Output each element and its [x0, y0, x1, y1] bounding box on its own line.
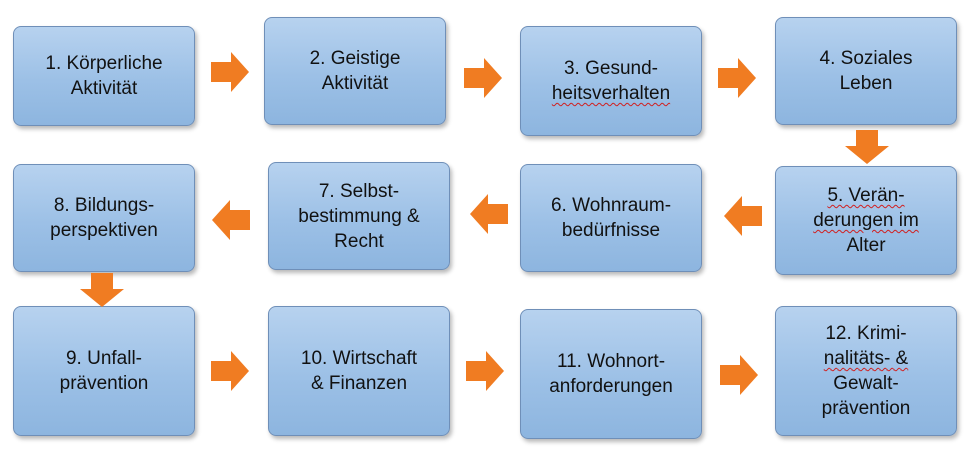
arrow-right-icon	[211, 351, 249, 391]
step-label-line: 5. Verän-	[827, 185, 905, 206]
step-label: 9. Unfall- prävention	[60, 346, 149, 396]
step-box-10: 10. Wirtschaft & Finanzen	[268, 306, 450, 436]
step-label-line: 6. Wohnraum-	[550, 195, 672, 216]
step-label: 12. Krimi- nalitäts- & Gewalt- präventio…	[822, 321, 911, 421]
arrow-right-icon	[464, 58, 502, 98]
step-label-line: 3. Gesund-	[563, 58, 658, 79]
step-label-line: 2. Geistige	[309, 48, 401, 69]
arrow-left-icon	[470, 194, 508, 234]
step-label-line: 4. Soziales	[819, 48, 913, 69]
step-label: 8. Bildungs- perspektiven	[50, 193, 158, 243]
step-label-line: bestimmung &	[298, 205, 420, 227]
step-label: 2. Geistige Aktivität	[310, 46, 401, 96]
step-label-line: Alter	[846, 235, 886, 256]
step-label-line: 1. Körperliche	[45, 53, 163, 74]
step-box-7: 7. Selbst- bestimmung & Recht	[268, 162, 450, 270]
step-label-line: & Finanzen	[310, 373, 408, 394]
step-label: 11. Wohnort- anforderungen	[549, 349, 673, 399]
arrow-down-icon	[845, 130, 889, 164]
step-label-line: anforderungen	[549, 376, 673, 397]
arrow-left-icon	[724, 196, 762, 236]
step-label-line: prävention	[821, 398, 911, 419]
step-label: 10. Wirtschaft & Finanzen	[301, 346, 417, 396]
step-label-line: Leben	[839, 73, 893, 94]
step-label-line: 8. Bildungs-	[53, 195, 155, 216]
step-label: 7. Selbst- bestimmung & Recht	[298, 179, 419, 254]
step-label: 1. Körperliche Aktivität	[45, 51, 162, 101]
step-label: 5. Verän- derungen im Alter	[813, 183, 919, 258]
step-label-line: 7. Selbst-	[318, 180, 400, 202]
step-box-5: 5. Verän- derungen im Alter	[775, 166, 957, 275]
step-label-line: bedürfnisse	[561, 220, 661, 241]
step-label-line: 9. Unfall-	[65, 348, 142, 369]
step-box-3: 3. Gesund- heitsverhalten	[520, 26, 702, 136]
step-box-11: 11. Wohnort- anforderungen	[520, 309, 702, 439]
step-box-2: 2. Geistige Aktivität	[264, 17, 446, 125]
arrow-right-icon	[720, 355, 758, 395]
step-label-line: heitsverhalten	[551, 83, 671, 104]
step-label-line: Aktivität	[321, 73, 389, 94]
arrow-left-icon	[212, 200, 250, 240]
step-box-1: 1. Körperliche Aktivität	[13, 26, 195, 126]
step-label-line: Recht	[334, 230, 384, 252]
step-label-line: 11. Wohnort-	[556, 351, 666, 372]
step-label-line: perspektiven	[50, 220, 158, 241]
step-label: 3. Gesund- heitsverhalten	[552, 56, 670, 106]
arrow-right-icon	[211, 52, 249, 92]
step-box-6: 6. Wohnraum- bedürfnisse	[520, 164, 702, 272]
step-box-9: 9. Unfall- prävention	[13, 306, 195, 436]
arrow-down-icon	[80, 273, 124, 307]
step-label-line: 12. Krimi-	[825, 323, 907, 344]
step-label-line: prävention	[59, 373, 149, 394]
step-label: 4. Soziales Leben	[820, 46, 913, 96]
step-label-line: nalitäts- &	[823, 348, 909, 369]
step-label-line: 10. Wirtschaft	[300, 348, 418, 369]
step-label: 6. Wohnraum- bedürfnisse	[551, 193, 671, 243]
step-label-line: Gewalt-	[833, 373, 899, 394]
arrow-right-icon	[718, 58, 756, 98]
arrow-right-icon	[466, 351, 504, 391]
step-label-line: Aktivität	[70, 78, 138, 99]
step-box-8: 8. Bildungs- perspektiven	[13, 164, 195, 272]
step-box-4: 4. Soziales Leben	[775, 17, 957, 125]
step-label-line: derungen im	[813, 210, 919, 231]
step-box-12: 12. Krimi- nalitäts- & Gewalt- präventio…	[775, 306, 957, 436]
